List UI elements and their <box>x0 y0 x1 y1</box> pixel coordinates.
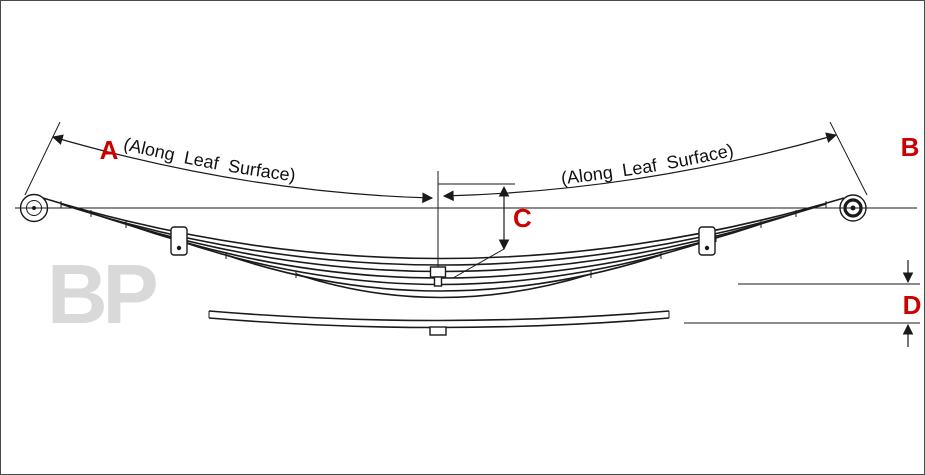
along-leaf-surface-right: (Along Leaf Surface) <box>560 140 735 188</box>
extension-line-b <box>829 121 868 196</box>
leaf-line <box>90 212 797 273</box>
center-bolt <box>429 266 447 287</box>
dimension-arc-b <box>442 132 838 202</box>
rebound-clip-right <box>698 226 716 256</box>
dimension-label-c: C <box>513 203 532 233</box>
helper-leaf <box>208 310 670 336</box>
helper-leaf-line <box>208 310 670 322</box>
dimension-d: D <box>684 260 921 347</box>
helper-leaf-line <box>208 317 670 329</box>
extension-line-a <box>24 121 61 196</box>
leaf-line <box>225 254 662 292</box>
leaf-line <box>42 197 845 260</box>
dimension-b: B (Along Leaf Surface) <box>442 121 920 202</box>
rebound-clip-left <box>170 226 188 256</box>
dimension-label-d: D <box>903 290 922 320</box>
dimension-a: A (Along Leaf Surface) <box>24 121 434 204</box>
dimension-label-a: A <box>100 135 119 165</box>
along-leaf-surface-left: (Along Leaf Surface) <box>122 134 297 186</box>
dimension-label-b: B <box>901 132 920 162</box>
dimension-c: C <box>438 183 532 279</box>
dimension-arc-a <box>51 134 434 204</box>
helper-leaf-center-tab <box>429 326 447 336</box>
leaf-line <box>295 273 592 299</box>
spring-leaf-stack <box>42 197 845 299</box>
watermark-logo: BP <box>47 247 157 341</box>
c-leader-line <box>452 248 505 279</box>
